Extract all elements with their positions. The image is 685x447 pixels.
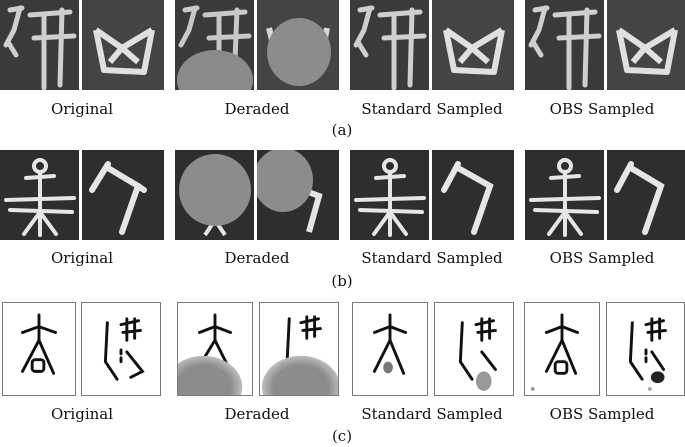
- caption-a: (a): [331, 121, 353, 139]
- image-b-obs-right: [607, 150, 685, 240]
- label-a-degraded: Deraded: [224, 100, 290, 118]
- image-c-original-right: [81, 302, 161, 396]
- image-b-standard-right: [432, 150, 514, 240]
- image-b-standard-left: [350, 150, 429, 240]
- image-b-degraded-right: [257, 150, 339, 240]
- image-a-obs-left: [525, 0, 604, 90]
- label-c-degraded: Deraded: [224, 405, 290, 423]
- image-c-obs-left: [524, 302, 600, 396]
- label-b-original: Original: [50, 249, 114, 267]
- caption-c: (c): [331, 427, 353, 445]
- image-a-obs-right: [607, 0, 685, 90]
- image-a-standard-left: [350, 0, 429, 90]
- image-a-standard-right: [432, 0, 514, 90]
- label-a-standard: Standard Sampled: [361, 100, 503, 118]
- image-c-degraded-right: [259, 302, 339, 396]
- image-a-original-right: [82, 0, 164, 90]
- image-c-standard-left: [352, 302, 428, 396]
- label-b-obs: OBS Sampled: [549, 249, 655, 267]
- label-c-standard: Standard Sampled: [361, 405, 503, 423]
- image-c-degraded-left: [177, 302, 253, 396]
- label-b-standard: Standard Sampled: [361, 249, 503, 267]
- image-a-degraded-right: [257, 0, 339, 90]
- image-a-original-left: [0, 0, 79, 90]
- image-b-original-left: [0, 150, 79, 240]
- image-b-degraded-left: [175, 150, 254, 240]
- label-a-obs: OBS Sampled: [549, 100, 655, 118]
- label-b-degraded: Deraded: [224, 249, 290, 267]
- label-c-original: Original: [50, 405, 114, 423]
- image-c-original-left: [2, 302, 76, 396]
- label-c-obs: OBS Sampled: [549, 405, 655, 423]
- label-a-original: Original: [50, 100, 114, 118]
- image-c-obs-right: [606, 302, 685, 396]
- image-b-original-right: [82, 150, 164, 240]
- caption-b: (b): [331, 272, 353, 290]
- image-a-degraded-left: [175, 0, 254, 90]
- image-c-standard-right: [434, 302, 514, 396]
- image-b-obs-left: [525, 150, 604, 240]
